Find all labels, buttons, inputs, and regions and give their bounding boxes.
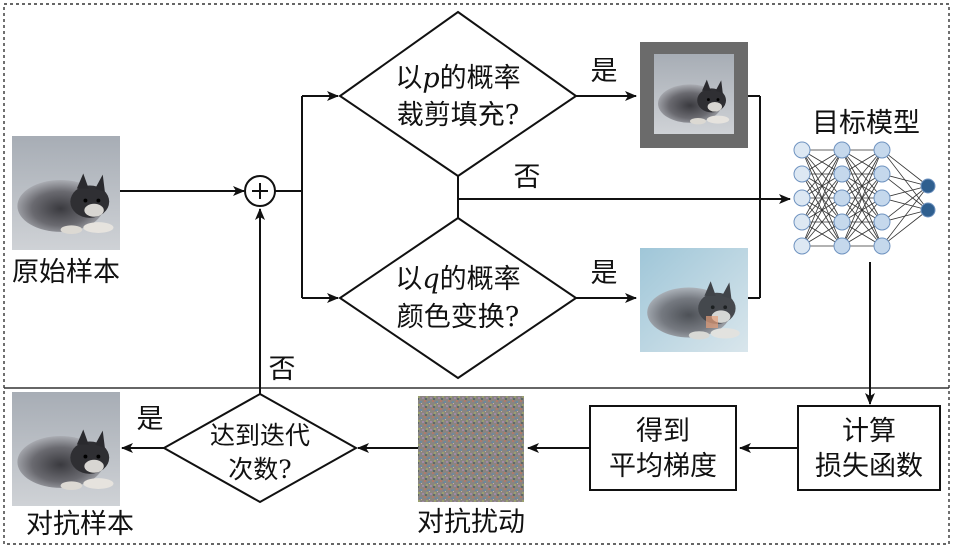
yes-color-label: 是 — [591, 258, 618, 289]
nn-neuron — [873, 213, 891, 231]
top-dashed-frame — [3, 3, 950, 389]
nn-neuron — [793, 141, 811, 159]
perturbation-label: 对抗扰动 — [417, 507, 525, 538]
nn-neuron — [833, 141, 851, 159]
nn-edge — [881, 149, 929, 187]
nn-edge — [801, 149, 843, 199]
nn-neuron — [793, 165, 811, 183]
nn-edge — [841, 149, 883, 223]
decision-crop-pad — [338, 10, 578, 178]
nn-neuron — [833, 165, 851, 183]
perturbation-noise-image — [418, 396, 524, 502]
decision-iterations-line1: 达到迭代 — [210, 421, 310, 450]
decision-iterations — [161, 392, 359, 504]
nn-edge — [881, 185, 929, 247]
nn-edge — [801, 197, 843, 247]
nn-neuron — [833, 213, 851, 231]
bottom-dashed-frame — [3, 387, 950, 545]
loss-box-line1: 计算 — [842, 416, 896, 447]
loss-box — [797, 405, 941, 491]
nn-edge — [841, 197, 883, 247]
decision-color-jitter — [338, 216, 578, 380]
gradient-box-line1: 得到 — [636, 416, 690, 447]
nn-neuron — [873, 237, 891, 255]
nn-neuron — [873, 189, 891, 207]
decision-crop-pad-line2: 裁剪填充? — [397, 100, 519, 131]
nn-edge — [801, 173, 843, 247]
nn-neuron — [833, 189, 851, 207]
gradient-box-line2: 平均梯度 — [609, 451, 717, 482]
color-jittered-image — [640, 248, 748, 352]
nn-neuron — [873, 165, 891, 183]
nn-edge — [881, 185, 929, 223]
nn-edge — [801, 149, 843, 247]
skip-label: 否 — [514, 162, 541, 193]
original-sample-label: 原始样本 — [12, 257, 120, 288]
adversarial-sample-image — [12, 392, 120, 506]
target-model-label: 目标模型 — [812, 108, 920, 139]
cropped-padded-image — [640, 42, 748, 148]
yes-crop-label: 是 — [591, 56, 618, 87]
nn-edge — [881, 209, 929, 247]
nn-edge — [841, 149, 883, 247]
decision-crop-pad-line1: 以p的概率 — [395, 63, 520, 94]
nn-edge — [841, 149, 883, 199]
neural-network-icon — [793, 141, 936, 255]
yes-adversarial-label: 是 — [137, 404, 164, 435]
nn-neuron — [793, 237, 811, 255]
nn-neuron — [873, 141, 891, 159]
nn-neuron — [793, 189, 811, 207]
decision-color-jitter-line2: 颜色变换? — [397, 302, 519, 333]
loop-no-label: 否 — [269, 354, 296, 385]
nn-neuron — [833, 237, 851, 255]
adversarial-sample-label: 对抗样本 — [26, 509, 134, 540]
loss-box-line2: 损失函数 — [815, 451, 923, 482]
nn-edge — [801, 149, 843, 223]
nn-edge — [841, 173, 883, 247]
nn-neuron — [793, 213, 811, 231]
nn-neuron — [920, 202, 936, 218]
original-sample-image — [12, 136, 120, 250]
decision-iterations-line2: 次数? — [228, 455, 291, 484]
sum-node — [244, 175, 276, 207]
decision-color-jitter-line1: 以q的概率 — [395, 264, 520, 295]
nn-neuron — [920, 178, 936, 194]
